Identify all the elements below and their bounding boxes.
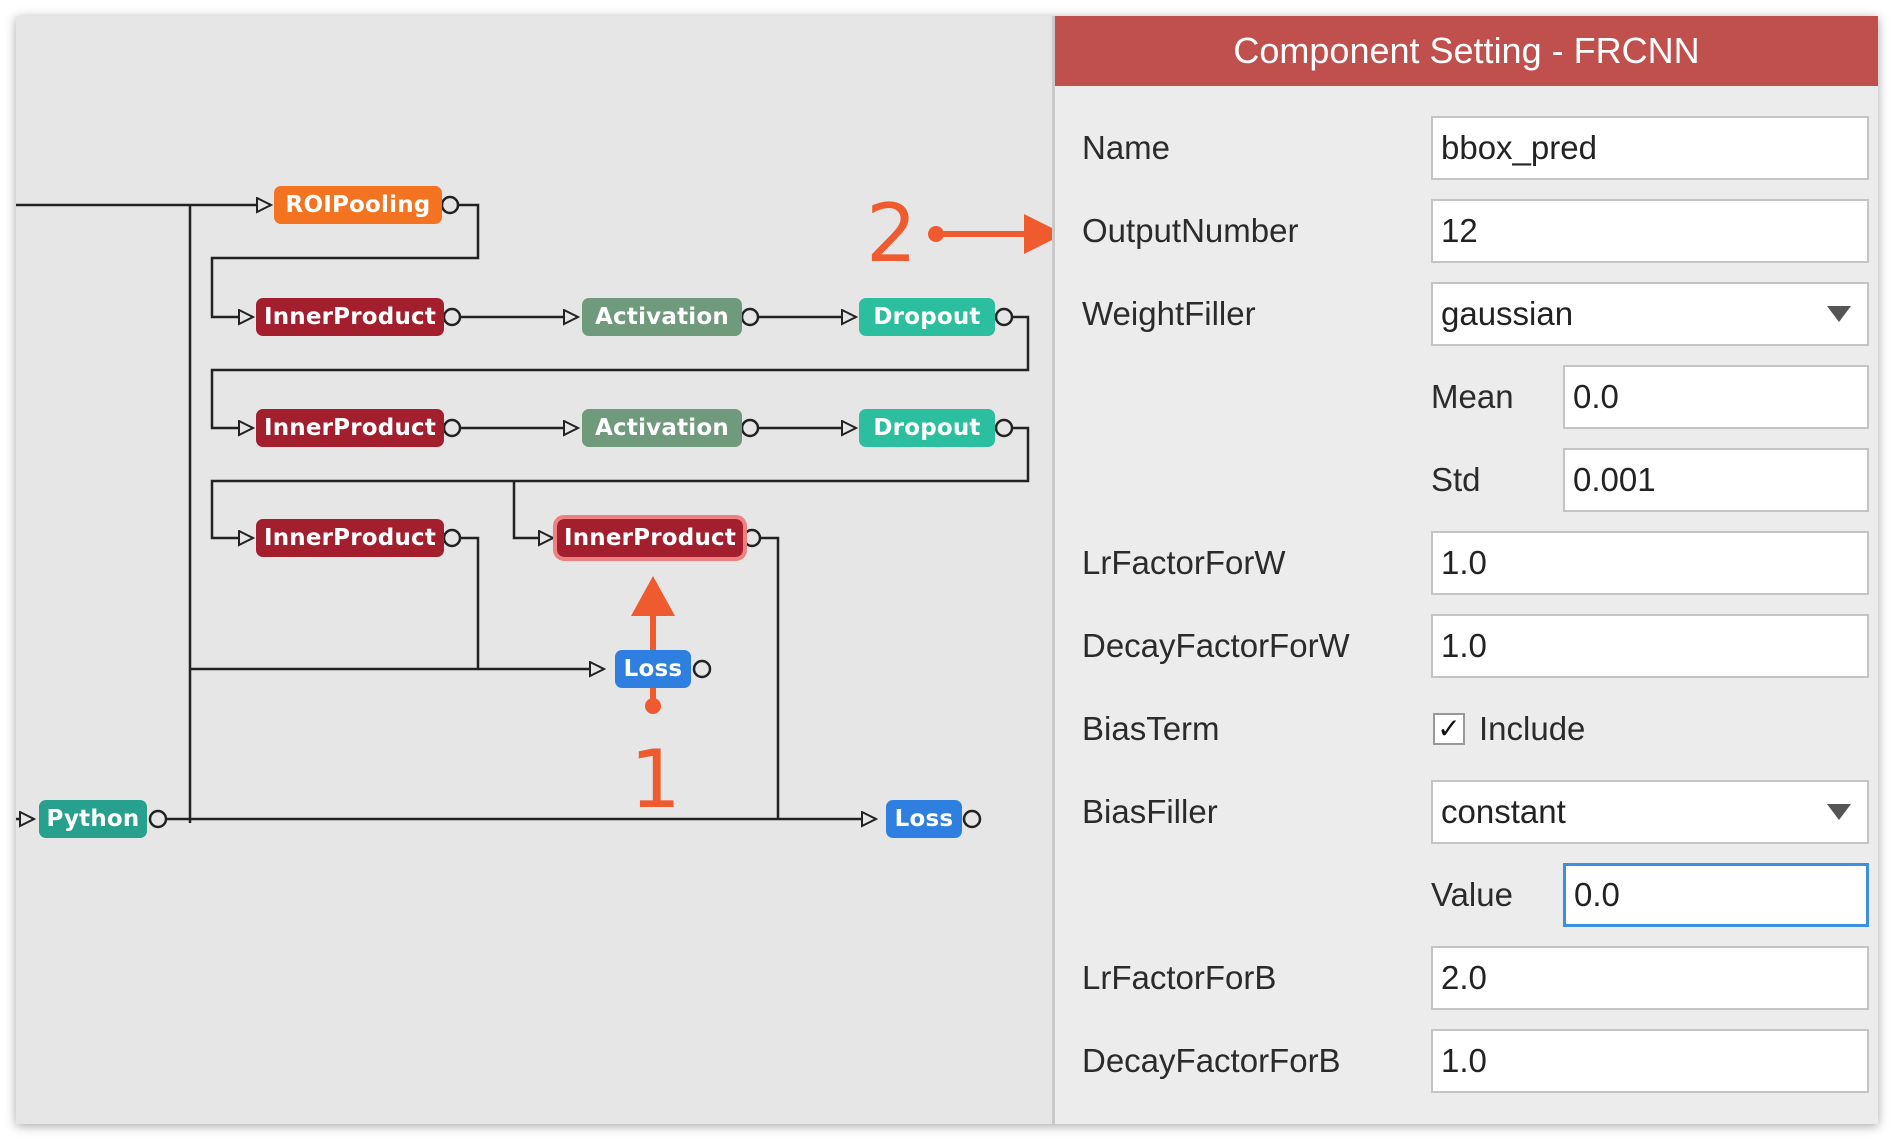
lr-factor-b-label: LrFactorForB <box>1082 959 1277 996</box>
bias-term-label: BiasTerm <box>1082 710 1220 747</box>
value-input[interactable]: 0.0 <box>1563 863 1869 927</box>
weight-filler-label: WeightFiller <box>1082 295 1256 332</box>
bias-filler-label: BiasFiller <box>1082 793 1218 830</box>
mean-input[interactable]: 0.0 <box>1563 365 1869 429</box>
node-innerproduct-selected[interactable]: InnerProduct <box>553 515 747 561</box>
annotation-marker-1: 1 <box>630 733 681 826</box>
app-window: ROIPooling InnerProduct Activation Dropo… <box>16 16 1878 1124</box>
mean-label: Mean <box>1431 378 1514 415</box>
decay-factor-b-label: DecayFactorForB <box>1082 1042 1341 1079</box>
node-innerproduct-1[interactable]: InnerProduct <box>256 298 444 336</box>
std-label: Std <box>1431 461 1481 498</box>
lr-factor-w-input[interactable]: 1.0 <box>1431 531 1869 595</box>
lr-factor-w-label: LrFactorForW <box>1082 544 1286 581</box>
node-innerproduct-3[interactable]: InnerProduct <box>256 519 444 557</box>
node-innerproduct-2[interactable]: InnerProduct <box>256 409 444 447</box>
weight-filler-value: gaussian <box>1441 295 1574 332</box>
dropdown-arrow-icon <box>1827 306 1851 322</box>
node-roipooling[interactable]: ROIPooling <box>274 186 442 224</box>
node-loss-2[interactable]: Loss <box>886 800 962 838</box>
output-number-input[interactable]: 12 <box>1431 199 1869 263</box>
bias-term-include-label[interactable]: Include <box>1479 710 1586 747</box>
node-activation-1[interactable]: Activation <box>582 298 742 336</box>
connection-lines <box>16 195 1052 829</box>
decay-factor-w-label: DecayFactorForW <box>1082 627 1350 664</box>
bias-filler-select[interactable]: constant <box>1431 780 1869 844</box>
node-dropout-2[interactable]: Dropout <box>859 409 995 447</box>
node-loss-1[interactable]: Loss <box>615 650 691 688</box>
weight-filler-select[interactable]: gaussian <box>1431 282 1869 346</box>
output-number-label: OutputNumber <box>1082 212 1299 249</box>
name-input[interactable]: bbox_pred <box>1431 116 1869 180</box>
node-python[interactable]: Python <box>39 800 147 838</box>
lr-factor-b-input[interactable]: 2.0 <box>1431 946 1869 1010</box>
panel-title: Component Setting - FRCNN <box>1055 16 1878 86</box>
bias-term-checkbox[interactable]: ✓ <box>1433 713 1465 745</box>
component-setting-panel: Component Setting - FRCNN Name bbox_pred… <box>1052 16 1878 1124</box>
std-input[interactable]: 0.001 <box>1563 448 1869 512</box>
name-label: Name <box>1082 129 1171 166</box>
node-dropout-1[interactable]: Dropout <box>859 298 995 336</box>
network-canvas[interactable]: ROIPooling InnerProduct Activation Dropo… <box>16 16 1052 1124</box>
dropdown-arrow-icon <box>1827 804 1851 820</box>
annotation-marker-2: 2 <box>866 187 917 280</box>
decay-factor-b-input[interactable]: 1.0 <box>1431 1029 1869 1093</box>
decay-factor-w-input[interactable]: 1.0 <box>1431 614 1869 678</box>
bias-filler-value: constant <box>1441 793 1566 830</box>
node-activation-2[interactable]: Activation <box>582 409 742 447</box>
value-label: Value <box>1431 876 1513 913</box>
